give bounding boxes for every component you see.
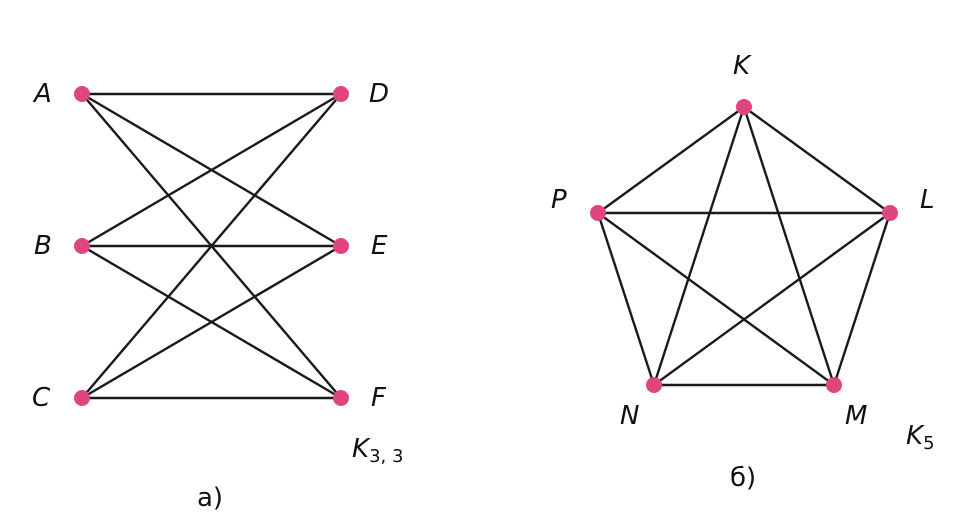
label-f: F bbox=[371, 383, 387, 413]
edge-l-m bbox=[832, 211, 892, 387]
k5-nodes bbox=[590, 99, 898, 393]
label-n: N bbox=[620, 401, 639, 431]
node-b bbox=[74, 238, 90, 254]
k33-nodes bbox=[74, 86, 349, 406]
edge-b-d bbox=[80, 92, 343, 248]
node-p bbox=[590, 205, 606, 221]
label-k: K bbox=[733, 51, 752, 81]
node-e bbox=[333, 238, 349, 254]
k33-edges bbox=[80, 92, 343, 400]
node-n bbox=[646, 377, 662, 393]
k5-name: K bbox=[906, 421, 925, 451]
graph-k33: A B C D E F K3, 3 а) bbox=[32, 79, 403, 513]
k33-subscript: 3, 3 bbox=[369, 446, 403, 467]
edge-n-p bbox=[596, 211, 656, 387]
label-e: E bbox=[371, 231, 388, 261]
edge-c-d bbox=[80, 92, 343, 400]
label-p: P bbox=[551, 185, 567, 215]
caption-a: а) bbox=[197, 483, 223, 513]
node-k bbox=[736, 99, 752, 115]
edge-c-e bbox=[80, 244, 343, 400]
node-c bbox=[74, 390, 90, 406]
edge-k-n bbox=[652, 105, 746, 387]
edge-l-n bbox=[652, 211, 892, 387]
caption-b: б) bbox=[730, 463, 756, 493]
node-l bbox=[882, 205, 898, 221]
label-l: L bbox=[920, 185, 935, 215]
k5-edges bbox=[596, 105, 892, 387]
label-a: A bbox=[32, 79, 52, 109]
edge-k-l bbox=[742, 105, 892, 215]
k33-name: K bbox=[352, 434, 371, 464]
label-b: B bbox=[34, 231, 52, 261]
label-m: M bbox=[845, 401, 867, 431]
k5-labels: K L M N P bbox=[551, 51, 935, 431]
k33-labels: A B C D E F bbox=[32, 79, 389, 413]
label-c: C bbox=[32, 383, 51, 413]
k5-graph-name: K5 bbox=[906, 421, 935, 454]
node-d bbox=[333, 86, 349, 102]
k33-graph-name: K3, 3 bbox=[352, 434, 403, 467]
k5-subscript: 5 bbox=[923, 433, 934, 454]
graph-k5: K L M N P K5 б) bbox=[551, 51, 935, 493]
label-d: D bbox=[369, 79, 389, 109]
edge-m-p bbox=[596, 211, 836, 387]
edge-k-m bbox=[742, 105, 836, 387]
node-m bbox=[826, 377, 842, 393]
node-f bbox=[333, 390, 349, 406]
node-a bbox=[74, 86, 90, 102]
edge-k-p bbox=[596, 105, 746, 215]
